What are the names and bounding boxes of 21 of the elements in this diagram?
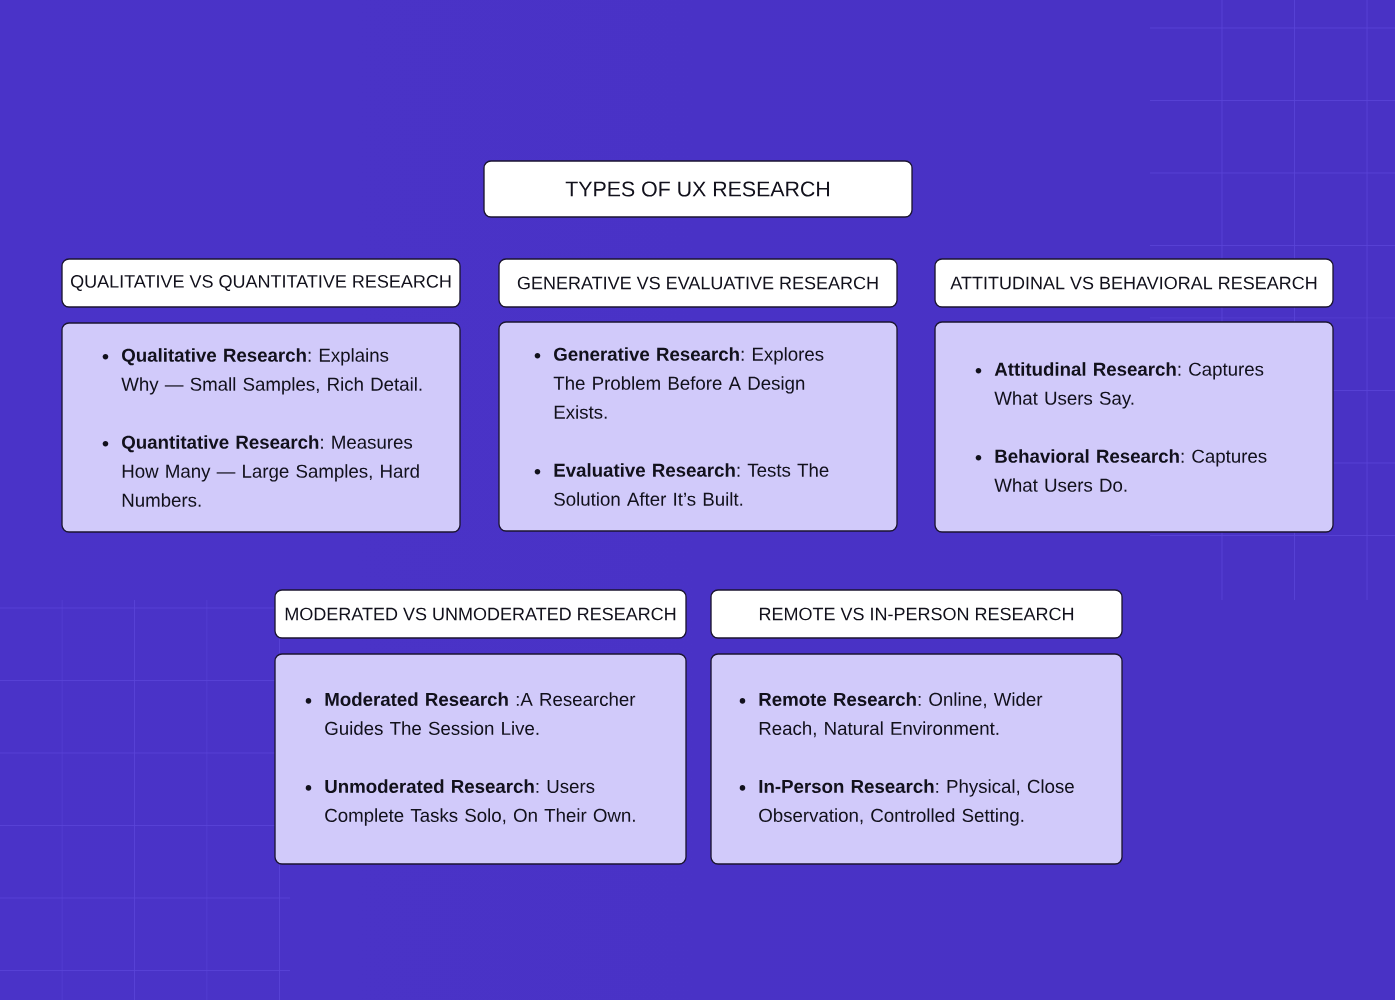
- description-text: Remote Research: Online, Wider Reach, Natural Environment.: [759, 692, 1043, 738]
- heading-box: MODERATED VS UNMODERATED RESEARCH: [274, 589, 687, 639]
- title-box: TYPES OF UX RESEARCH: [483, 160, 913, 218]
- description-text: Quantitative Research: Measures How Many — Large Samples, Hard Numbers.: [122, 435, 419, 507]
- content-card: [61, 322, 461, 533]
- description-text: Generative Research: Explores The Problem Before A Design Exists.: [553, 347, 824, 419]
- content-card: [934, 321, 1334, 533]
- description-text: Unmoderated Research: Users Complete Tasks Solo, On Their Own.: [325, 779, 635, 826]
- content-card: [498, 321, 898, 532]
- description-text: Moderated Research :A Researcher Guides The Session Live.: [325, 692, 636, 735]
- content-card: [710, 653, 1123, 865]
- heading-box: QUALITATIVE VS QUANTITATIVE RESEARCH: [61, 258, 461, 308]
- description-text: Evaluative Research: Tests The Solution After It’s Built.: [554, 463, 829, 506]
- content-card: [274, 653, 687, 865]
- heading-box: ATTITUDINAL VS BEHAVIORAL RESEARCH: [934, 258, 1334, 308]
- heading-box: REMOTE VS IN-PERSON RESEARCH: [710, 589, 1123, 639]
- description-text: Behavioral Research: Captures What Users Do.: [994, 449, 1267, 492]
- description-text: In-Person Research: Physical, Close Observation, Controlled Setting.: [759, 779, 1074, 826]
- description-text: Attitudinal Research: Captures What Users Say.: [994, 362, 1264, 409]
- heading-box: GENERATIVE VS EVALUATIVE RESEARCH: [498, 258, 898, 308]
- description-text: Qualitative Research: Explains Why — Small Samples, Rich Detail.: [121, 348, 422, 395]
